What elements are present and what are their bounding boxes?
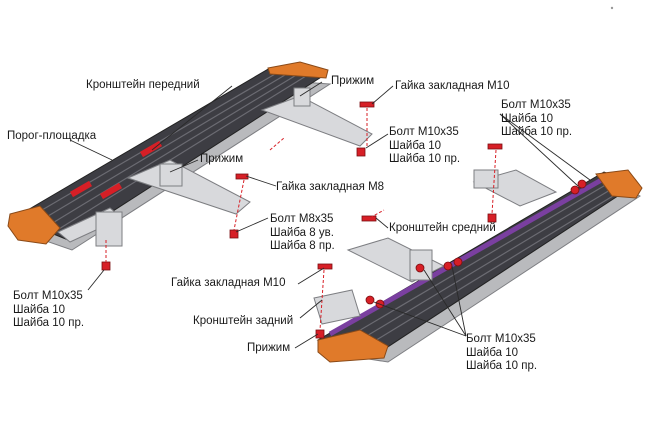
label-bracket-middle: Кронштейн средний [389, 222, 496, 234]
label-clamp-bottom: Прижим [247, 342, 291, 354]
label-nut-m8: Гайка закладная М8 [276, 181, 385, 193]
fasteners [101, 101, 587, 339]
bolt-set-bottom-line-3: Шайба 10 пр. [466, 360, 538, 372]
bolt-set-mid-line-3: Шайба 10 пр. [389, 153, 461, 165]
tread-stripes-right [339, 179, 627, 351]
end-cap-rear-left [7, 205, 61, 245]
bolt-set-left-line-2: Шайба 10 [13, 303, 66, 316]
bracket-rear-right-part [313, 289, 361, 325]
bolt-m8-set-line-2: Шайба 8 ув. [270, 226, 334, 239]
bracket-mid-part [126, 159, 251, 215]
label-nut-m10-bottom: Гайка закладная М10 [171, 277, 286, 289]
label-bolt-set-right-top: Болт М10х35 Шайба 10 Шайба 10 пр. [501, 99, 572, 140]
bolt-set-right-top-line-2: Шайба 10 [501, 112, 554, 125]
explode-guides [105, 108, 497, 331]
sill-tread-right [316, 171, 638, 353]
brackets-left [57, 87, 373, 247]
bolt-set-mid-line-2: Шайба 10 [389, 139, 442, 152]
bolt-set-rear-right [315, 263, 385, 339]
insert-nuts-left [69, 140, 163, 200]
bolt-set-rear-left [101, 261, 111, 271]
bolt-set-bottom-line-1: Болт М10х35 [466, 333, 536, 345]
bracket-front-right-upright [473, 169, 499, 189]
bolt-set-mid-line-1: Болт М10х35 [389, 126, 459, 138]
label-bolt-m8-set: Болт М8х35 Шайба 8 ув. Шайба 8 пр. [270, 213, 335, 254]
bolt-set-left-line-1: Болт М10х35 [13, 290, 83, 302]
label-bolt-set-mid: Болт М10х35 Шайба 10 Шайба 10 пр. [389, 126, 460, 167]
label-clamp-mid: Прижим [200, 153, 244, 165]
label-sill-platform: Порог-площадка [7, 130, 97, 142]
purple-rail-right [328, 171, 614, 337]
bolt-set-left-line-3: Шайба 10 пр. [13, 317, 85, 329]
bracket-front-part [260, 95, 373, 147]
bolt-set-bottom-line-2: Шайба 10 [466, 346, 519, 359]
label-bolt-set-bottom: Болт М10х35 Шайба 10 Шайба 10 пр. [466, 333, 537, 374]
bolt-set-right-top-line-1: Болт М10х35 [501, 99, 571, 111]
end-cap-rear-right [317, 329, 389, 363]
bolt-set-right-top-line-3: Шайба 10 пр. [501, 126, 573, 138]
label-nut-m10-top: Гайка закладная М10 [395, 80, 510, 92]
bracket-rear-upright [95, 211, 123, 247]
label-bracket-rear: Кронштейн задний [193, 315, 294, 327]
label-clamp-top: Прижим [331, 75, 375, 87]
bolt-set-top [356, 101, 375, 157]
label-bolt-set-left: Болт М10х35 Шайба 10 Шайба 10 пр. [13, 290, 84, 331]
bolt-m8-set-line-3: Шайба 8 пр. [270, 240, 335, 252]
end-cap-front-right [595, 169, 643, 199]
leader-lines [69, 81, 591, 349]
bolt-set-right-top [487, 143, 587, 223]
running-board-right [316, 169, 643, 363]
bolt-m8-set-line-1: Болт М8х35 [270, 213, 334, 225]
bracket-mid-upright [159, 163, 183, 187]
label-bracket-front: Кронштейн передний [86, 79, 200, 91]
end-cap-front-left [267, 61, 329, 79]
